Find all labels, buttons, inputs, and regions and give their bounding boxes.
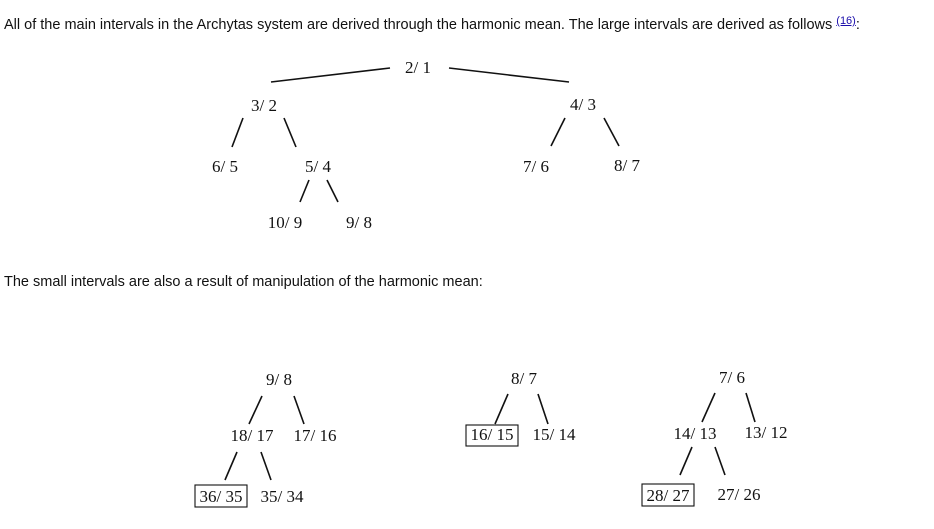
node-9-8: 9/ 8 bbox=[346, 213, 372, 232]
node-10-9: 10/ 9 bbox=[268, 213, 302, 232]
edge-14-13-right bbox=[714, 446, 726, 476]
small-node-36-35: 36/ 35 bbox=[200, 487, 243, 506]
boxed-interval-frame bbox=[465, 424, 519, 447]
node-2-1: 2/ 1 bbox=[405, 58, 431, 77]
edge-18-17-left bbox=[224, 451, 238, 481]
edge-5-4-left bbox=[299, 179, 310, 203]
small-node-35-34: 35/ 34 bbox=[261, 487, 304, 506]
edge-8-7-left bbox=[494, 393, 509, 425]
edge-7-6-right bbox=[745, 392, 756, 423]
large-intervals-tree: 2/ 1 3/ 2 6/ 5 5/ 4 10/ 9 9/ 8 4/ 3 7/ 6… bbox=[212, 58, 640, 232]
small-tree-9-8: 9/ 8 18/ 17 17/ 16 36/ 35 35/ 34 bbox=[194, 370, 337, 508]
small-node-27-26: 27/ 26 bbox=[718, 485, 761, 504]
node-7-6: 7/ 6 bbox=[523, 157, 549, 176]
node-8-7: 8/ 7 bbox=[614, 156, 640, 175]
small-node-18-17: 18/ 17 bbox=[231, 426, 274, 445]
edge-18-17-right bbox=[260, 451, 272, 481]
small-node-15-14: 15/ 14 bbox=[533, 425, 576, 444]
node-6-5: 6/ 5 bbox=[212, 157, 238, 176]
edge-3-2-left bbox=[231, 117, 244, 148]
node-3-2: 3/ 2 bbox=[251, 96, 277, 115]
small-node-16-15: 16/ 15 bbox=[471, 425, 514, 444]
small-node-17-16: 17/ 16 bbox=[294, 426, 337, 445]
edge-7-6-left bbox=[701, 392, 716, 423]
small-node-8-7: 8/ 7 bbox=[511, 369, 537, 388]
intro-paragraph: All of the main intervals in the Archyta… bbox=[4, 12, 860, 34]
small-node-7-6: 7/ 6 bbox=[719, 368, 745, 387]
intro-suffix: : bbox=[855, 17, 860, 33]
edge-3-2-right bbox=[283, 117, 297, 148]
edge-root-right bbox=[448, 67, 570, 83]
small-tree-8-7: 8/ 7 16/ 15 15/ 14 bbox=[465, 369, 576, 447]
edge-8-7-right bbox=[537, 393, 549, 425]
boxed-interval-frame bbox=[194, 484, 248, 508]
small-intervals-paragraph: The small intervals are also a result of… bbox=[4, 274, 483, 290]
small-node-13-12: 13/ 12 bbox=[745, 423, 788, 442]
intro-text: All of the main intervals in the Archyta… bbox=[4, 17, 837, 33]
edge-4-3-left bbox=[550, 117, 566, 147]
boxed-interval-frame bbox=[641, 483, 695, 507]
small-node-14-13: 14/ 13 bbox=[674, 424, 717, 443]
footnote-link-16[interactable]: (16) bbox=[836, 15, 856, 27]
edge-9-8-right bbox=[293, 395, 305, 425]
edge-14-13-left bbox=[679, 446, 693, 476]
edge-root-left bbox=[270, 67, 391, 83]
small-node-28-27: 28/ 27 bbox=[647, 486, 690, 505]
edge-4-3-right bbox=[603, 117, 620, 147]
node-4-3: 4/ 3 bbox=[570, 95, 596, 114]
small-node-9-8: 9/ 8 bbox=[266, 370, 292, 389]
edge-9-8-left bbox=[248, 395, 263, 425]
small-tree-7-6: 7/ 6 14/ 13 13/ 12 28/ 27 27/ 26 bbox=[641, 368, 788, 507]
edge-5-4-right bbox=[326, 179, 339, 203]
node-5-4: 5/ 4 bbox=[305, 157, 331, 176]
